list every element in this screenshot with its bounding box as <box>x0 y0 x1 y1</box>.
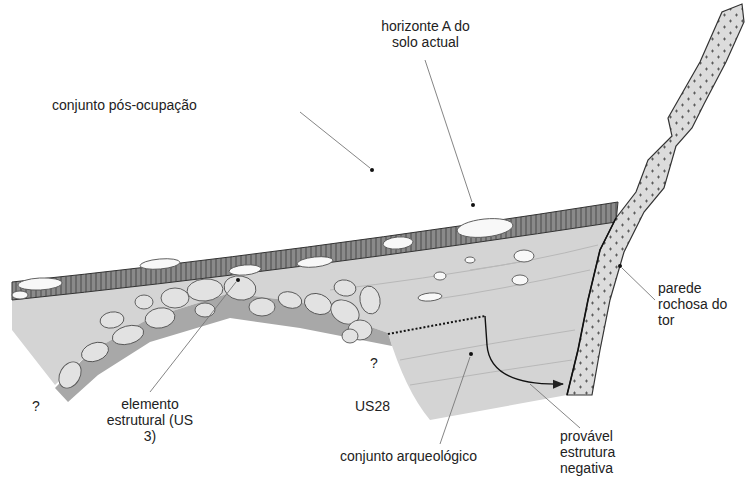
stone <box>514 250 534 262</box>
stone <box>276 289 303 311</box>
bedding-lines <box>330 245 598 385</box>
stone <box>140 257 181 270</box>
stone <box>12 291 28 299</box>
stone <box>186 277 224 302</box>
stone <box>135 295 153 309</box>
stone <box>229 264 262 277</box>
rock-wall <box>567 4 744 395</box>
stone <box>456 216 514 240</box>
unit-label: US28 <box>355 398 415 414</box>
soil-horizon <box>12 202 618 300</box>
stone <box>342 329 358 343</box>
layer-label: conjunto arqueológico <box>340 448 540 464</box>
stone <box>418 292 443 302</box>
stone <box>333 278 357 298</box>
stone <box>297 255 334 269</box>
stone <box>18 277 63 291</box>
stone <box>434 272 446 280</box>
stone <box>301 290 334 318</box>
stone <box>143 306 176 331</box>
stone <box>383 236 414 251</box>
stone <box>512 275 528 285</box>
stone <box>79 339 111 365</box>
structural-element <box>55 293 392 402</box>
layer-label: horizonte A do solo actual <box>368 18 483 50</box>
leader-dots <box>236 168 622 356</box>
us28-boundary <box>388 316 485 334</box>
stone <box>465 257 475 263</box>
layer-label: elemento estrutural (US 3) <box>105 396 195 444</box>
stone <box>161 288 189 308</box>
stone <box>249 298 275 316</box>
leader-lines <box>150 60 655 444</box>
stone <box>54 358 85 392</box>
stone <box>99 310 125 330</box>
uncertainty-mark: ? <box>370 355 390 371</box>
stone <box>222 273 258 302</box>
negative-structure-line <box>485 316 563 384</box>
wall-contact <box>567 218 616 395</box>
layer-label: conjunto pós-ocupação <box>52 97 302 113</box>
stone <box>358 284 383 315</box>
feature-label: provável estrutura negativa <box>560 428 650 476</box>
stone <box>195 303 215 317</box>
layer-label: parede rochosa do tor <box>658 280 733 328</box>
stones <box>12 216 534 392</box>
uncertainty-mark: ? <box>32 398 52 414</box>
